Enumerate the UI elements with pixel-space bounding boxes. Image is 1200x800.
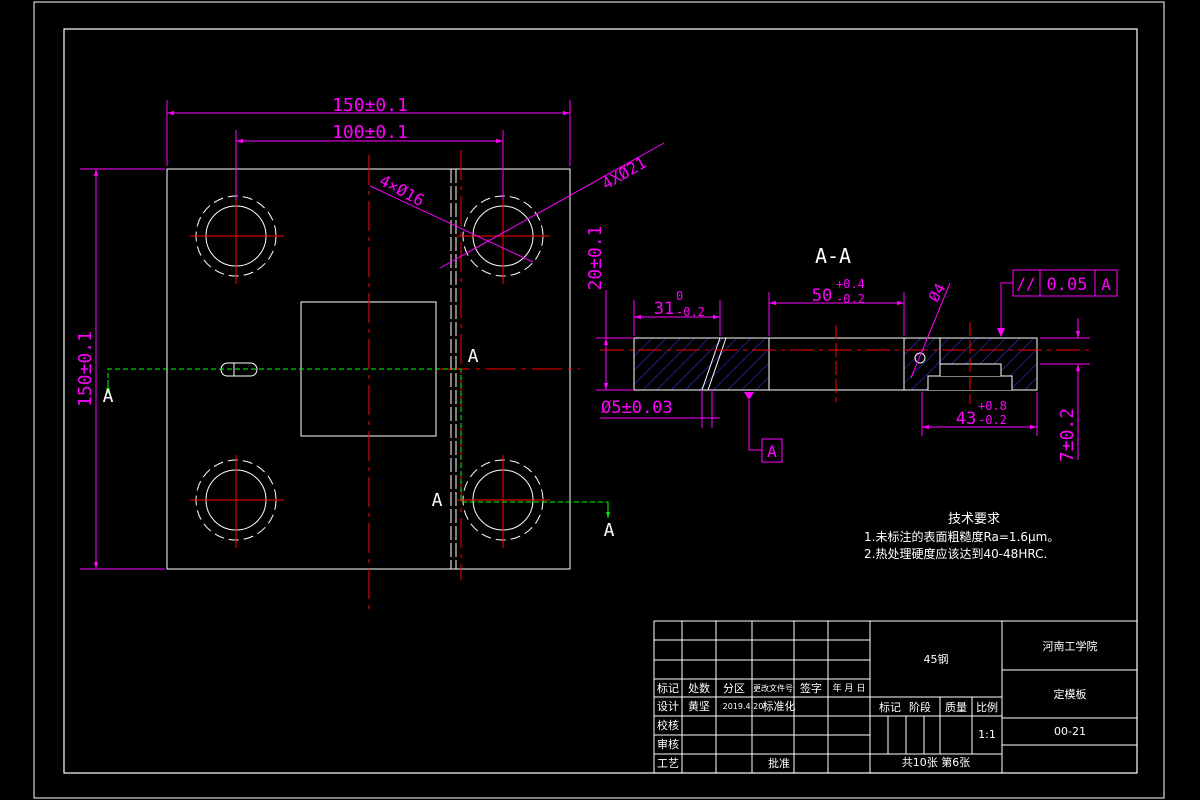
hole-top-right bbox=[457, 190, 550, 284]
tb-material: 45钢 bbox=[924, 653, 949, 666]
tb-weight: 质量 bbox=[945, 701, 967, 714]
dim-100-horizontal bbox=[235, 130, 504, 200]
dim-50-label: 50 bbox=[812, 286, 832, 306]
dim-43 bbox=[921, 392, 1038, 436]
section-mark-1: A bbox=[103, 386, 114, 407]
tolerance-symbol: // bbox=[1016, 274, 1035, 293]
tb-design: 设计 bbox=[657, 700, 679, 713]
tb-review: 审核 bbox=[657, 737, 679, 751]
inner-frame bbox=[63, 28, 1138, 774]
dim-43-lower: -0.2 bbox=[978, 413, 1007, 427]
tb-ratio: 比例 bbox=[976, 700, 998, 714]
tb-drawing-no: 00-21 bbox=[1054, 725, 1086, 738]
tb-hdr-mark: 标记 bbox=[657, 681, 679, 695]
dim-43-label: 43 bbox=[956, 409, 976, 429]
tolerance-value: 0.05 bbox=[1047, 275, 1088, 295]
datum-label: A bbox=[767, 442, 777, 461]
tech-notes: 技术要求 1.未标注的表面粗糙度Ra=1.6μm。 2.热处理硬度应该达到40-… bbox=[864, 512, 1059, 561]
dim-31-lower: -0.2 bbox=[676, 305, 705, 319]
section-mark-2: A bbox=[468, 346, 479, 367]
dim-150-h-label: 150±0.1 bbox=[332, 95, 408, 116]
notes-title: 技术要求 bbox=[948, 512, 1000, 527]
dim-20-label: 20±0.1 bbox=[585, 225, 606, 290]
dim-150-vertical bbox=[80, 168, 165, 570]
hole-top-left bbox=[190, 190, 284, 284]
tb-stage: 阶段 bbox=[909, 700, 931, 714]
tb-hdr-docno: 更改文件号 bbox=[753, 683, 793, 693]
tb-standard: 标准化 bbox=[763, 699, 796, 713]
section-mark-3: A bbox=[432, 490, 443, 511]
dim-43-upper: +0.8 bbox=[978, 399, 1007, 413]
hole-16-label: 4×Ø16 bbox=[376, 171, 427, 210]
plan-view: 150±0.1 100±0.1 150±0.1 4XØ21 4×Ø16 A A … bbox=[75, 95, 665, 610]
tolerance-datum: A bbox=[1101, 275, 1111, 294]
section-title: A-A bbox=[815, 244, 851, 268]
dim-4-label: Ø4 bbox=[925, 280, 950, 305]
outer-frame bbox=[33, 1, 1165, 799]
section-line bbox=[107, 368, 609, 518]
leader-21 bbox=[439, 142, 665, 269]
title-block-text: 45钢 河南工学院 定模板 00-21 标记 处数 分区 更改文件号 签字 年 … bbox=[657, 639, 1098, 770]
hole-21-label: 4XØ21 bbox=[599, 153, 650, 194]
leader-16 bbox=[369, 185, 534, 263]
dim-50 bbox=[768, 292, 905, 336]
leader-4 bbox=[910, 282, 951, 379]
dim-20 bbox=[596, 290, 634, 391]
dim-150-horizontal bbox=[166, 100, 571, 166]
dim-50-upper: +0.4 bbox=[836, 277, 865, 291]
dim-7 bbox=[1040, 318, 1090, 460]
section-view: A-A 20±0.1 31 0 bbox=[585, 225, 1118, 463]
section-mark-4: A bbox=[604, 520, 615, 541]
tb-stage-mark: 标记 bbox=[879, 700, 901, 714]
dim-31-label: 31 bbox=[654, 299, 674, 319]
title-block bbox=[653, 620, 1138, 774]
dim-50-lower: -0.2 bbox=[836, 292, 865, 306]
tb-hdr-date: 年 月 日 bbox=[833, 682, 866, 694]
tb-school: 河南工学院 bbox=[1043, 639, 1098, 653]
tolerance-frame bbox=[997, 269, 1118, 337]
hole-bottom-left bbox=[190, 455, 284, 548]
dim-150-v-label: 150±0.1 bbox=[75, 331, 96, 407]
tb-hdr-zone: 分区 bbox=[723, 682, 745, 695]
tb-process: 工艺 bbox=[657, 757, 679, 770]
dim-7-label: 7±0.2 bbox=[1057, 408, 1078, 462]
tb-hdr-sign: 签字 bbox=[800, 681, 822, 695]
tb-approve: 批准 bbox=[768, 756, 790, 770]
datum-marker bbox=[744, 392, 783, 463]
tb-part-name: 定模板 bbox=[1054, 687, 1087, 701]
tb-designer: 黄坚 bbox=[688, 699, 710, 713]
tb-sheets: 共10张 第6张 bbox=[902, 755, 971, 769]
dim-pin bbox=[600, 390, 720, 428]
dim-31 bbox=[633, 300, 721, 336]
tb-check: 校核 bbox=[657, 718, 679, 732]
dim-31-upper: 0 bbox=[676, 289, 683, 303]
tb-design-date: 2019.4.20 bbox=[723, 702, 764, 711]
tb-hdr-count: 处数 bbox=[688, 682, 710, 695]
dim-100-h-label: 100±0.1 bbox=[332, 122, 408, 143]
tb-scale: 1:1 bbox=[978, 728, 996, 741]
notes-line-1: 1.未标注的表面粗糙度Ra=1.6μm。 bbox=[864, 529, 1059, 544]
notes-line-2: 2.热处理硬度应该达到40-48HRC. bbox=[864, 546, 1047, 561]
dim-pin-label: Ø5±0.03 bbox=[601, 398, 673, 418]
